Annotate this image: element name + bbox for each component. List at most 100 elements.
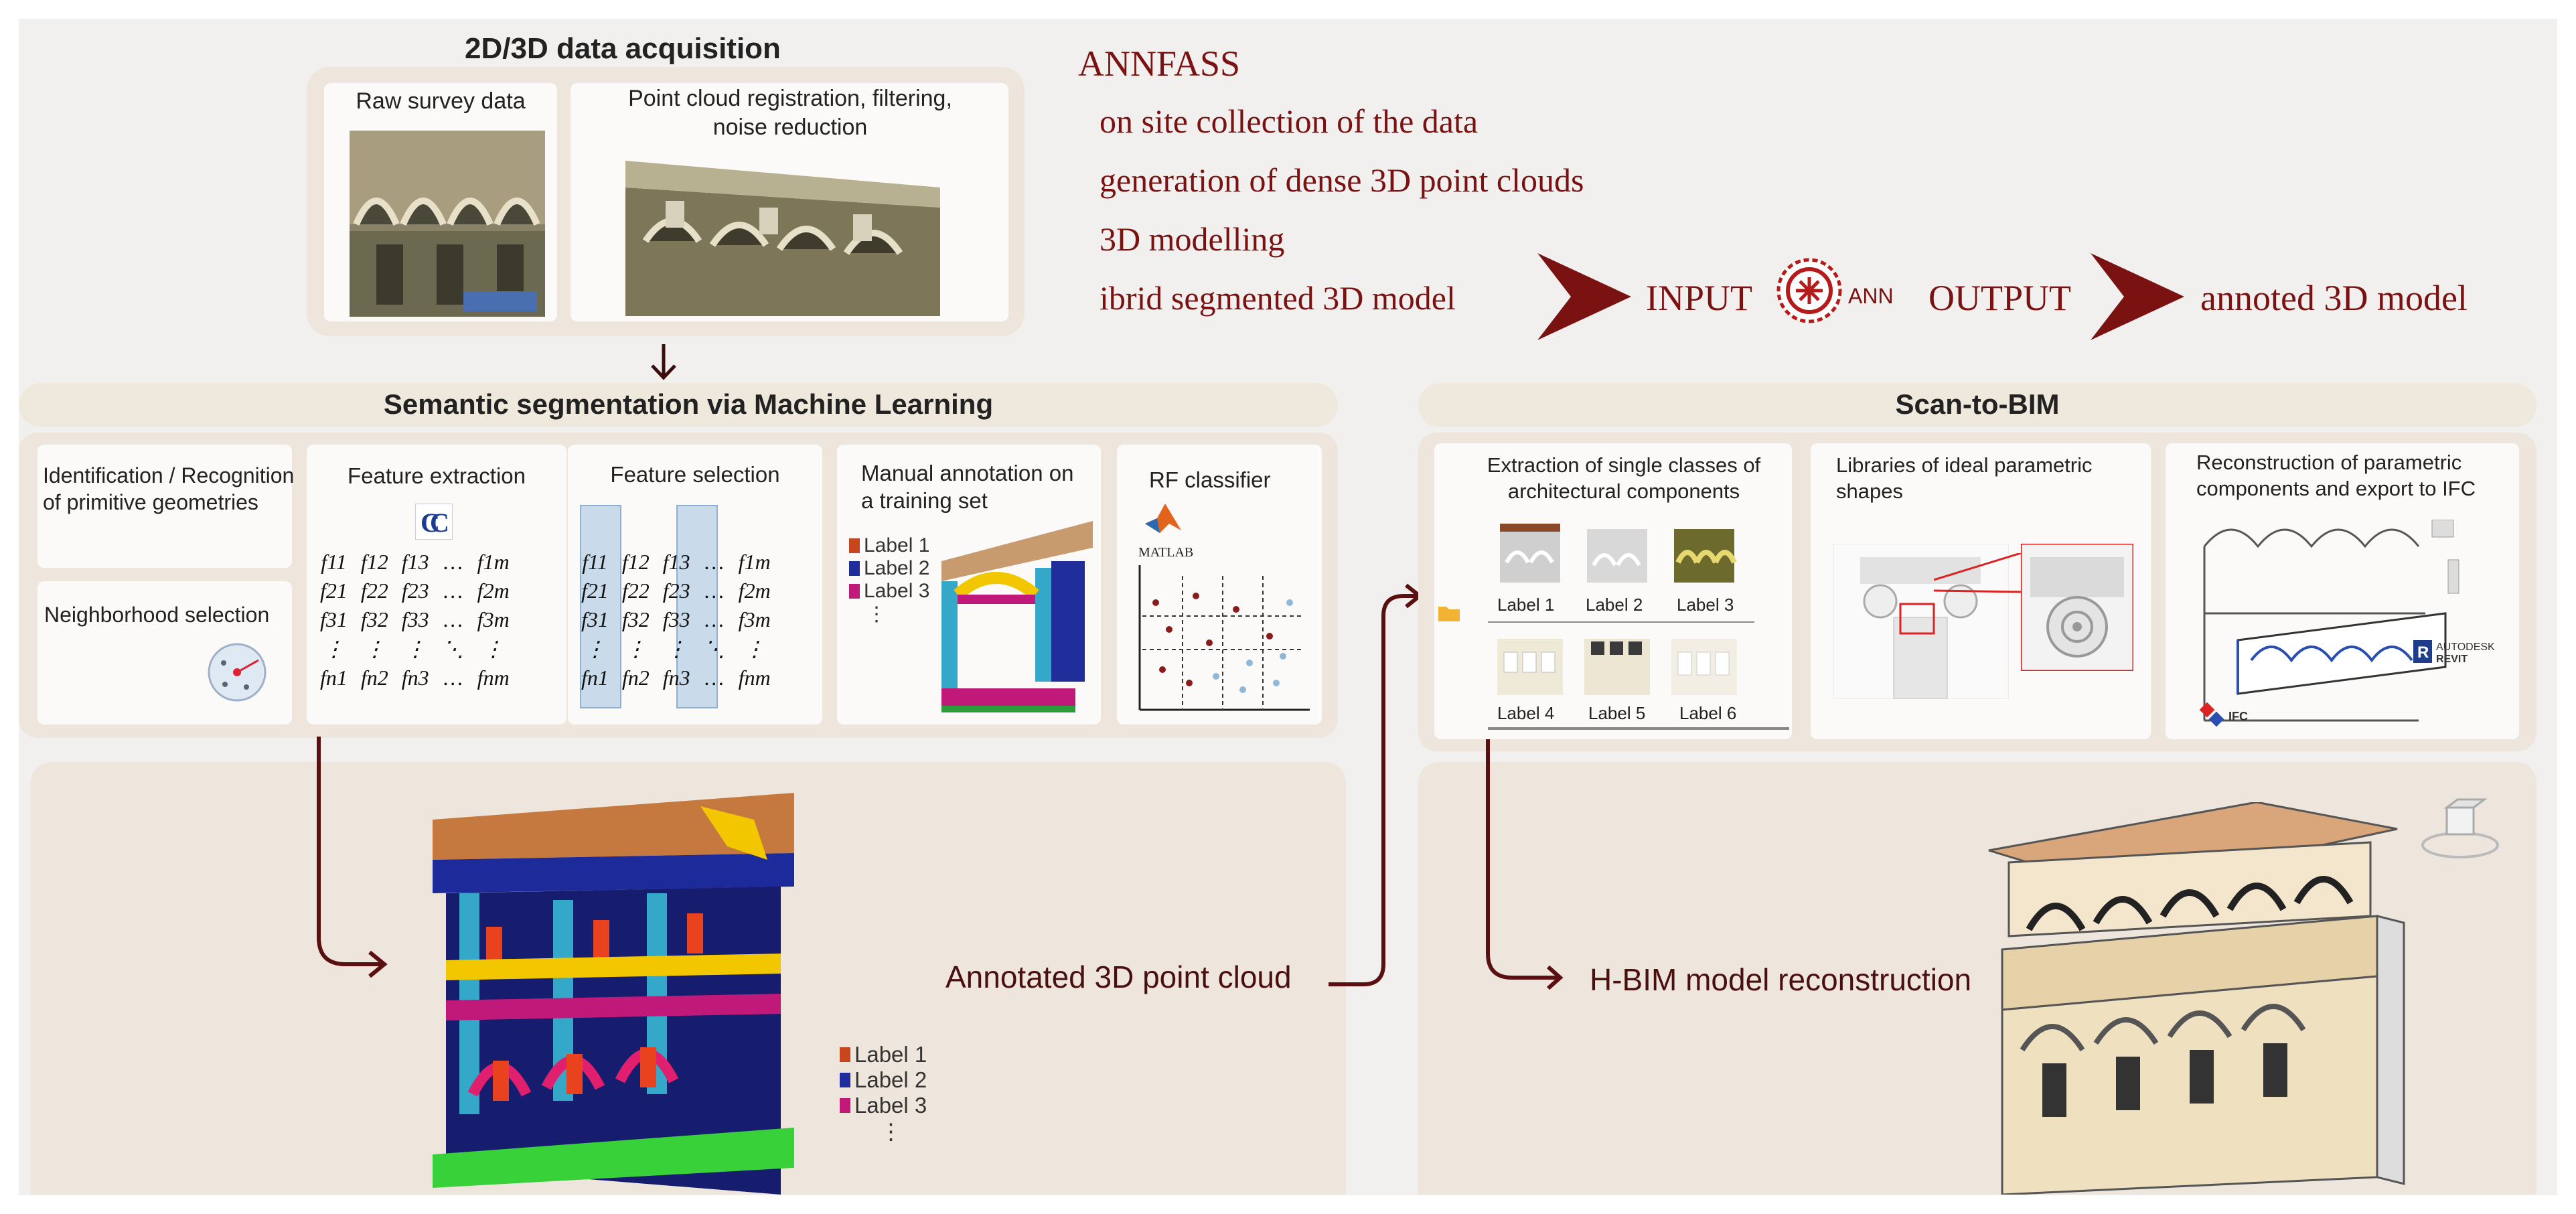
down-arrow-icon — [651, 344, 676, 380]
matrix-cell: … — [704, 607, 724, 631]
matrix-cell: … — [704, 550, 724, 574]
matrix-cell: ⋱ — [442, 637, 464, 661]
matrix-cell: … — [704, 579, 724, 603]
legend-item: Label 1 — [840, 1042, 927, 1067]
matrix-cell: ⋮ — [584, 637, 606, 661]
selected-column-highlight — [676, 505, 718, 708]
output-label: OUTPUT — [1928, 278, 2071, 318]
legend-label: Label 2 — [854, 1067, 927, 1092]
matrix-row: ⋮⋮⋮⋱⋮ — [575, 634, 777, 664]
matrix-cell: f21 — [320, 579, 348, 603]
matrix-cell: f3m — [477, 607, 510, 631]
reconstruction-label: Reconstruction of parametric components … — [2196, 451, 2476, 500]
matlab-logo-icon — [1145, 504, 1181, 533]
volute-detail-image — [2021, 544, 2133, 671]
input-label: INPUT — [1646, 278, 1752, 318]
matrix-cell: fn2 — [360, 666, 388, 690]
flow-arrow-down-right — [1486, 739, 1564, 990]
matrix-cell: f2m — [738, 579, 771, 603]
ann-label: ANN — [1848, 284, 1894, 308]
zoom-connector — [1934, 553, 2022, 593]
label-3-swatch — [849, 584, 860, 599]
matrix-cell: f22 — [621, 579, 650, 603]
semantic-title: Semantic segmentation via Machine Learni… — [383, 388, 994, 420]
ifc-label: IFC — [2228, 710, 2248, 723]
matrix-cell: … — [443, 666, 463, 690]
matrix-cell: f22 — [360, 579, 388, 603]
matrix-row: ⋮⋮⋮⋱⋮ — [313, 634, 516, 664]
matrix-cell: f3m — [738, 607, 771, 631]
raw-survey-photo — [350, 131, 545, 317]
chevron-arrow-icon — [1537, 253, 1631, 340]
annfass-title: ANNFASS — [1078, 44, 1241, 84]
component-label-4: Label 4 — [1497, 703, 1555, 723]
legend-label: Label 2 — [864, 557, 930, 579]
legend-item: Label 2 — [840, 1067, 927, 1093]
matrix-row: f31 f32 f33 … f3m — [575, 605, 777, 634]
ifc-logo-icon — [2199, 702, 2224, 727]
row-divider — [1488, 727, 1789, 730]
legend-item: Label 1 — [849, 534, 929, 557]
label-3-swatch — [840, 1098, 850, 1113]
matrix-cell: fn2 — [621, 666, 650, 690]
feature-selection-label: Feature selection — [610, 462, 780, 487]
matrix-cell: fn1 — [320, 666, 348, 690]
identification-card — [37, 445, 292, 568]
flow-arrow-up-right — [1329, 583, 1423, 986]
component-label-5: Label 5 — [1588, 703, 1646, 723]
matrix-cell: f31 — [581, 607, 609, 631]
matrix-cell: f12 — [621, 550, 650, 574]
matrix-cell: ⋱ — [703, 637, 725, 661]
matrix-cell: ⋮ — [404, 637, 427, 661]
matrix-cell: f13 — [401, 550, 429, 574]
matrix-cell: f12 — [360, 550, 388, 574]
cloudcompare-icon: C C — [415, 504, 453, 540]
manual-annotation-label: Manual annotation on a training set — [861, 461, 1074, 514]
matrix-cell: ⋮ — [364, 637, 386, 661]
flow-arrow-down-right — [317, 737, 388, 978]
matrix-cell: f23 — [662, 579, 690, 603]
point-cloud-photo — [625, 161, 940, 316]
matrix-cell: fn3 — [401, 666, 429, 690]
legend-ellipsis: ⋮ — [866, 603, 887, 625]
legend-item: Label 2 — [849, 557, 929, 580]
matrix-cell: … — [443, 579, 463, 603]
raw-survey-label: Raw survey data — [356, 88, 526, 114]
component-thumb-6 — [1671, 639, 1737, 695]
matrix-cell: f32 — [621, 607, 650, 631]
annfass-step-2: generation of dense 3D point clouds — [1100, 161, 1584, 199]
matrix-cell: f23 — [401, 579, 429, 603]
chevron-arrow-icon — [2091, 253, 2184, 340]
component-thumb-1 — [1500, 524, 1560, 583]
matrix-cell: f33 — [662, 607, 690, 631]
annfass-step-1: on site collection of the data — [1100, 102, 1479, 140]
point-cloud-label: Point cloud registration, filtering, noi… — [628, 86, 952, 140]
svg-text:C: C — [421, 508, 440, 538]
libraries-label: Libraries of ideal parametric shapes — [1836, 453, 2093, 503]
ann-brain-icon — [1776, 258, 1842, 323]
legend-label: Label 3 — [864, 580, 930, 602]
scan2bim-header-band — [1418, 383, 2536, 427]
neighborhood-label: Neighborhood selection — [44, 603, 270, 627]
matrix-cell: … — [443, 607, 463, 631]
component-thumb-5 — [1584, 639, 1650, 695]
matrix-cell: f2m — [477, 579, 510, 603]
hbim-caption: H-BIM model reconstruction — [1590, 962, 1972, 997]
identification-label: Identification / Recognition of primitiv… — [43, 463, 295, 514]
matrix-cell: f11 — [582, 550, 608, 574]
annotated-caption: Annotated 3D point cloud — [945, 960, 1292, 994]
matrix-cell: f31 — [320, 607, 348, 631]
matrix-cell: fnm — [738, 666, 771, 690]
ifc-wireframe-image — [2203, 520, 2459, 722]
matrix-cell: f32 — [360, 607, 388, 631]
component-label-6: Label 6 — [1679, 703, 1737, 723]
matrix-cell: ⋮ — [482, 637, 504, 661]
legend-label: Label 1 — [854, 1042, 927, 1067]
semantic-header-band — [19, 383, 1338, 427]
component-thumb-3 — [1674, 529, 1737, 583]
